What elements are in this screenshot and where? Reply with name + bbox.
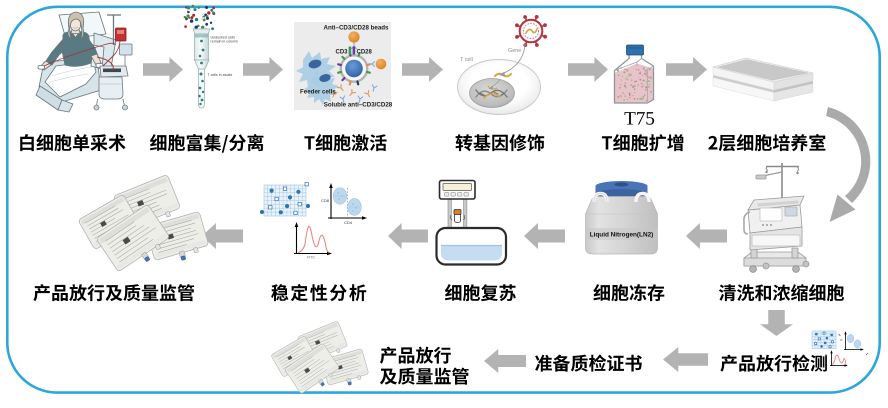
svg-text:T cell: T cell — [460, 57, 473, 63]
svg-text:Gene: Gene — [508, 48, 521, 54]
svg-text:CD3: CD3 — [335, 50, 348, 56]
svg-text:Undesired cells: Undesired cells — [211, 36, 236, 40]
svg-text:Anti–CD3/CD28 beads: Anti–CD3/CD28 beads — [324, 25, 390, 32]
svg-text:Liquid Nitrogen(LN2): Liquid Nitrogen(LN2) — [590, 232, 654, 239]
svg-text:FITC: FITC — [307, 256, 315, 260]
svg-text:CD8: CD8 — [321, 198, 330, 203]
svg-text:CD4: CD4 — [344, 220, 353, 225]
svg-text:Soluble anti–CD3/CD28: Soluble anti–CD3/CD28 — [324, 102, 393, 109]
svg-text:Feeder cells: Feeder cells — [300, 89, 336, 96]
svg-text:CD28: CD28 — [357, 50, 373, 56]
svg-text:T cells in eluate: T cells in eluate — [208, 73, 233, 77]
svg-text:remain in column: remain in column — [211, 40, 238, 44]
